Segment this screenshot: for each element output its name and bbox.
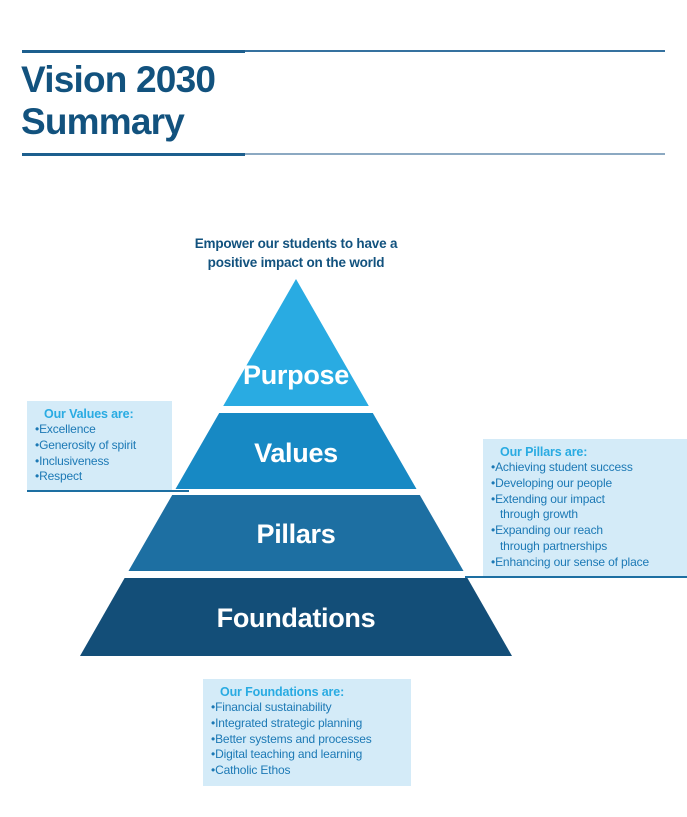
pillars-item: Achieving student success (491, 460, 687, 476)
header-rule-top (22, 50, 665, 53)
foundations-item: Financial sustainability (211, 700, 407, 716)
pyramid-level-pillars (128, 495, 464, 571)
pyramid-label-foundations: Foundations (217, 603, 376, 633)
pyramid-level-purpose (223, 279, 369, 406)
pyramid-label-values: Values (254, 438, 338, 468)
foundations-callout-title: Our Foundations are: (220, 685, 345, 699)
pyramid-label-pillars: Pillars (257, 519, 336, 549)
values-callout-title: Our Values are: (44, 407, 134, 421)
foundations-callout-box: Our Foundations are: Financial sustainab… (203, 679, 411, 787)
pillars-item: Extending our impact through growth (491, 492, 687, 524)
header-rule-bottom (22, 153, 665, 156)
values-callout-box: Our Values are: Excellence Generosity of… (27, 401, 189, 493)
foundations-list: Financial sustainability Integrated stra… (211, 700, 407, 779)
pyramid-level-values (175, 413, 417, 489)
rule-dark-segment (22, 50, 245, 53)
values-item: Inclusiveness (35, 454, 168, 470)
page-title: Vision 2030 Summary (21, 59, 216, 143)
pillars-item: Expanding our reach through partnerships (491, 523, 687, 555)
rule-light-segment (245, 153, 665, 155)
pyramid-diagram: Purpose Values Pillars Foundations (80, 279, 512, 656)
values-item: Generosity of spirit (35, 438, 168, 454)
foundations-item: Digital teaching and learning (211, 747, 407, 763)
values-item: Excellence (35, 422, 168, 438)
foundations-item: Better systems and processes (211, 732, 407, 748)
purpose-statement-line2: positive impact on the world (207, 254, 385, 270)
pillars-item: Enhancing our sense of place (491, 555, 687, 571)
foundations-item: Catholic Ethos (211, 763, 407, 779)
page-title-line2: Summary (21, 101, 185, 143)
purpose-statement: Empower our students to have a positive … (136, 235, 456, 273)
page-title-line1: Vision 2030 (21, 59, 216, 100)
pyramid-label-purpose: Purpose (243, 360, 349, 390)
pillars-callout-box: Our Pillars are: Achieving student succe… (465, 439, 687, 578)
pillars-item: Developing our people (491, 476, 687, 492)
values-item: Respect (35, 469, 168, 485)
values-list: Excellence Generosity of spirit Inclusiv… (35, 422, 168, 485)
pillars-list: Achieving student success Developing our… (491, 460, 687, 571)
foundations-item: Integrated strategic planning (211, 716, 407, 732)
rule-light-segment (245, 50, 665, 52)
pyramid-level-foundations (80, 578, 512, 656)
purpose-statement-line1: Empower our students to have a (194, 236, 398, 251)
pillars-callout-title: Our Pillars are: (500, 445, 588, 459)
rule-dark-segment (22, 153, 245, 156)
